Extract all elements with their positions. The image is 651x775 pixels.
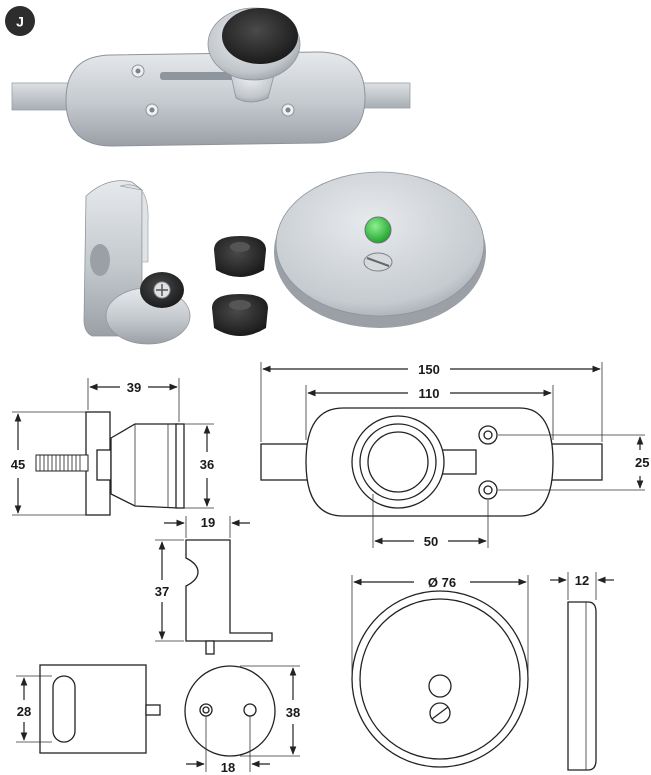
dim-knob-height: 45 bbox=[11, 457, 25, 472]
dim-plate-total: 150 bbox=[418, 362, 440, 377]
round-base-drawing: 38 18 bbox=[184, 665, 300, 775]
indicator-side-drawing: 12 bbox=[550, 572, 614, 771]
dim-plate-body: 110 bbox=[419, 386, 440, 401]
indicator-front-drawing: Ø 76 bbox=[351, 575, 529, 768]
dim-indicator-diameter: Ø 76 bbox=[428, 575, 456, 590]
dim-indicator-depth: 12 bbox=[575, 573, 589, 588]
dim-block-height: 28 bbox=[17, 704, 31, 719]
dim-knob-depth: 39 bbox=[127, 380, 141, 395]
block-drawing: 28 bbox=[16, 664, 161, 754]
badge-letter: J bbox=[16, 14, 24, 30]
dim-keeper-height: 37 bbox=[155, 584, 169, 599]
indicator-disc-photo bbox=[274, 171, 486, 328]
dim-round-diameter: 38 bbox=[286, 705, 300, 720]
rubber-buffers-photo bbox=[212, 236, 268, 336]
keeper-photo bbox=[83, 180, 191, 345]
keeper-drawing: 19 37 bbox=[155, 515, 273, 655]
knob-side-drawing: 39 45 36 bbox=[11, 378, 214, 516]
dim-round-hole-spacing: 18 bbox=[221, 760, 235, 775]
lock-plate-drawing: 150 110 25 50 bbox=[260, 362, 649, 549]
lock-bolt-photo bbox=[11, 7, 411, 147]
dim-keeper-width: 19 bbox=[201, 515, 215, 530]
dim-hole-spacing-v: 25 bbox=[635, 455, 649, 470]
dim-hole-spacing-h: 50 bbox=[424, 534, 438, 549]
dim-knob-face: 36 bbox=[200, 457, 214, 472]
badge: J bbox=[5, 6, 35, 36]
